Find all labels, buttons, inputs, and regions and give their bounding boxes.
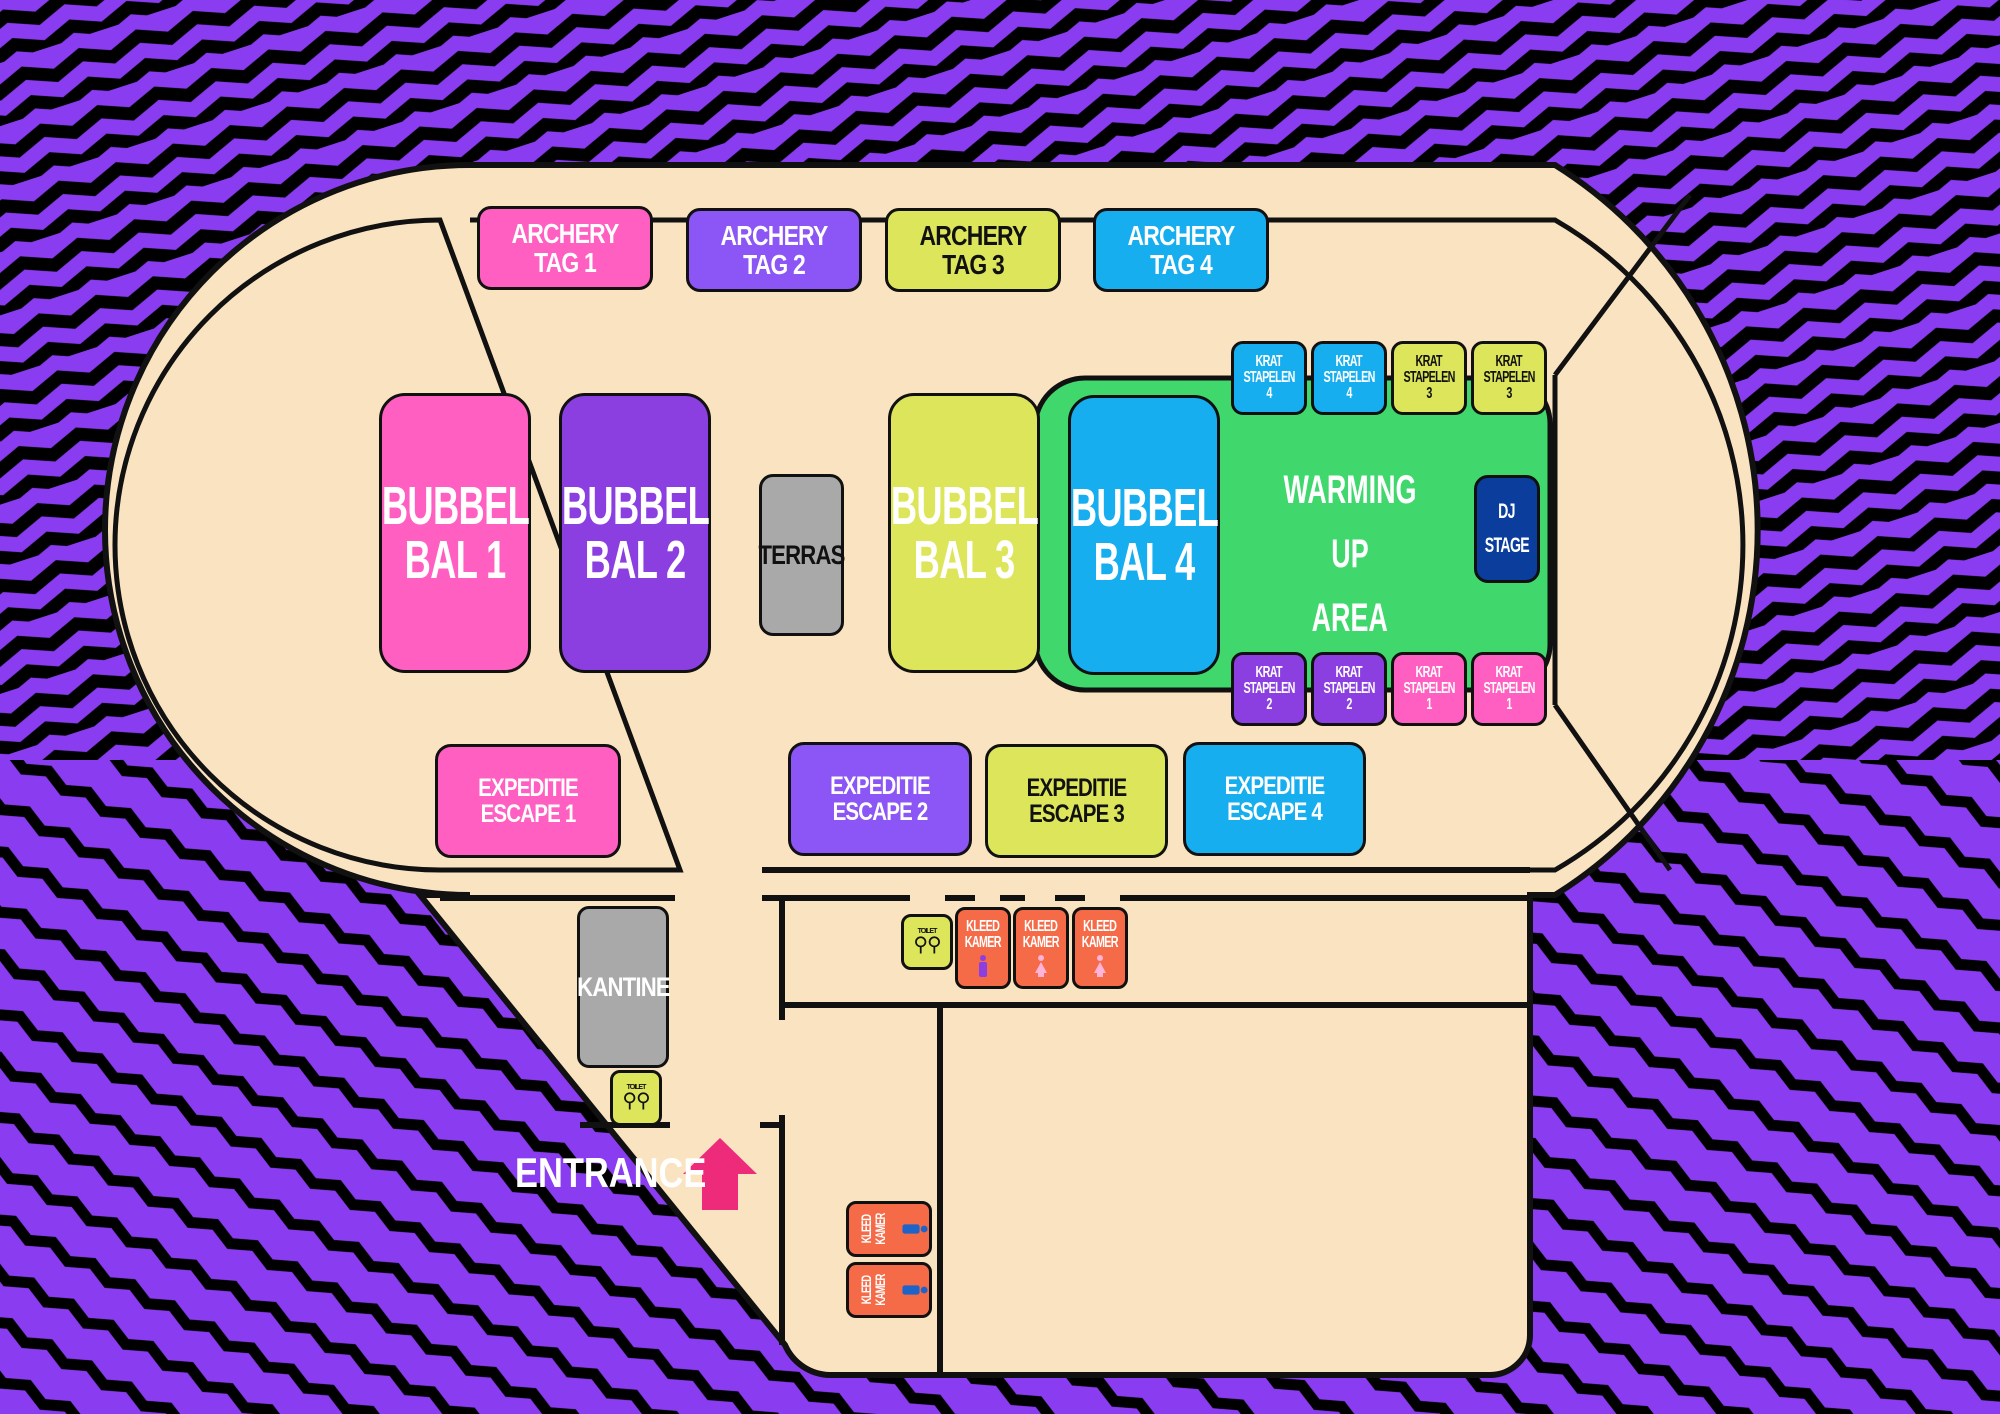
- archery-tag-2[interactable]: ARCHERY TAG 2: [686, 208, 862, 292]
- female-icon: [1035, 955, 1047, 977]
- expeditie-escape-4[interactable]: EXPEDITIE ESCAPE 4: [1183, 742, 1366, 856]
- male-icon: [902, 1285, 928, 1295]
- expeditie-escape-1[interactable]: EXPEDITIE ESCAPE 1: [435, 744, 621, 858]
- kantine[interactable]: KANTINE: [577, 906, 670, 1068]
- male-icon: [902, 1224, 928, 1234]
- toilet-kantine[interactable]: TOILET ⚲⚲: [610, 1070, 662, 1126]
- entrance-label: ENTRANCE: [515, 1149, 707, 1196]
- female-icon: [1094, 955, 1106, 977]
- toilet-kleedkamer[interactable]: TOILET ⚲⚲: [901, 914, 953, 970]
- terras[interactable]: TERRAS: [758, 474, 845, 636]
- toilet-icon: ⚲⚲: [913, 934, 941, 957]
- track-divider-top: [1553, 193, 1692, 377]
- archery-tag-3[interactable]: ARCHERY TAG 3: [885, 208, 1061, 292]
- track-line: [112, 217, 1746, 873]
- expeditie-escape-2[interactable]: EXPEDITIE ESCAPE 2: [788, 742, 972, 856]
- toilet-icon: ⚲⚲: [622, 1090, 650, 1113]
- archery-tag-1[interactable]: ARCHERY TAG 1: [477, 206, 653, 290]
- male-icon: [979, 955, 987, 977]
- entrance-arrow-icon: [683, 1138, 757, 1210]
- archery-tag-4[interactable]: ARCHERY TAG 4: [1093, 208, 1269, 292]
- track-divider-bottom: [1552, 703, 1673, 872]
- expeditie-escape-3[interactable]: EXPEDITIE ESCAPE 3: [985, 744, 1168, 858]
